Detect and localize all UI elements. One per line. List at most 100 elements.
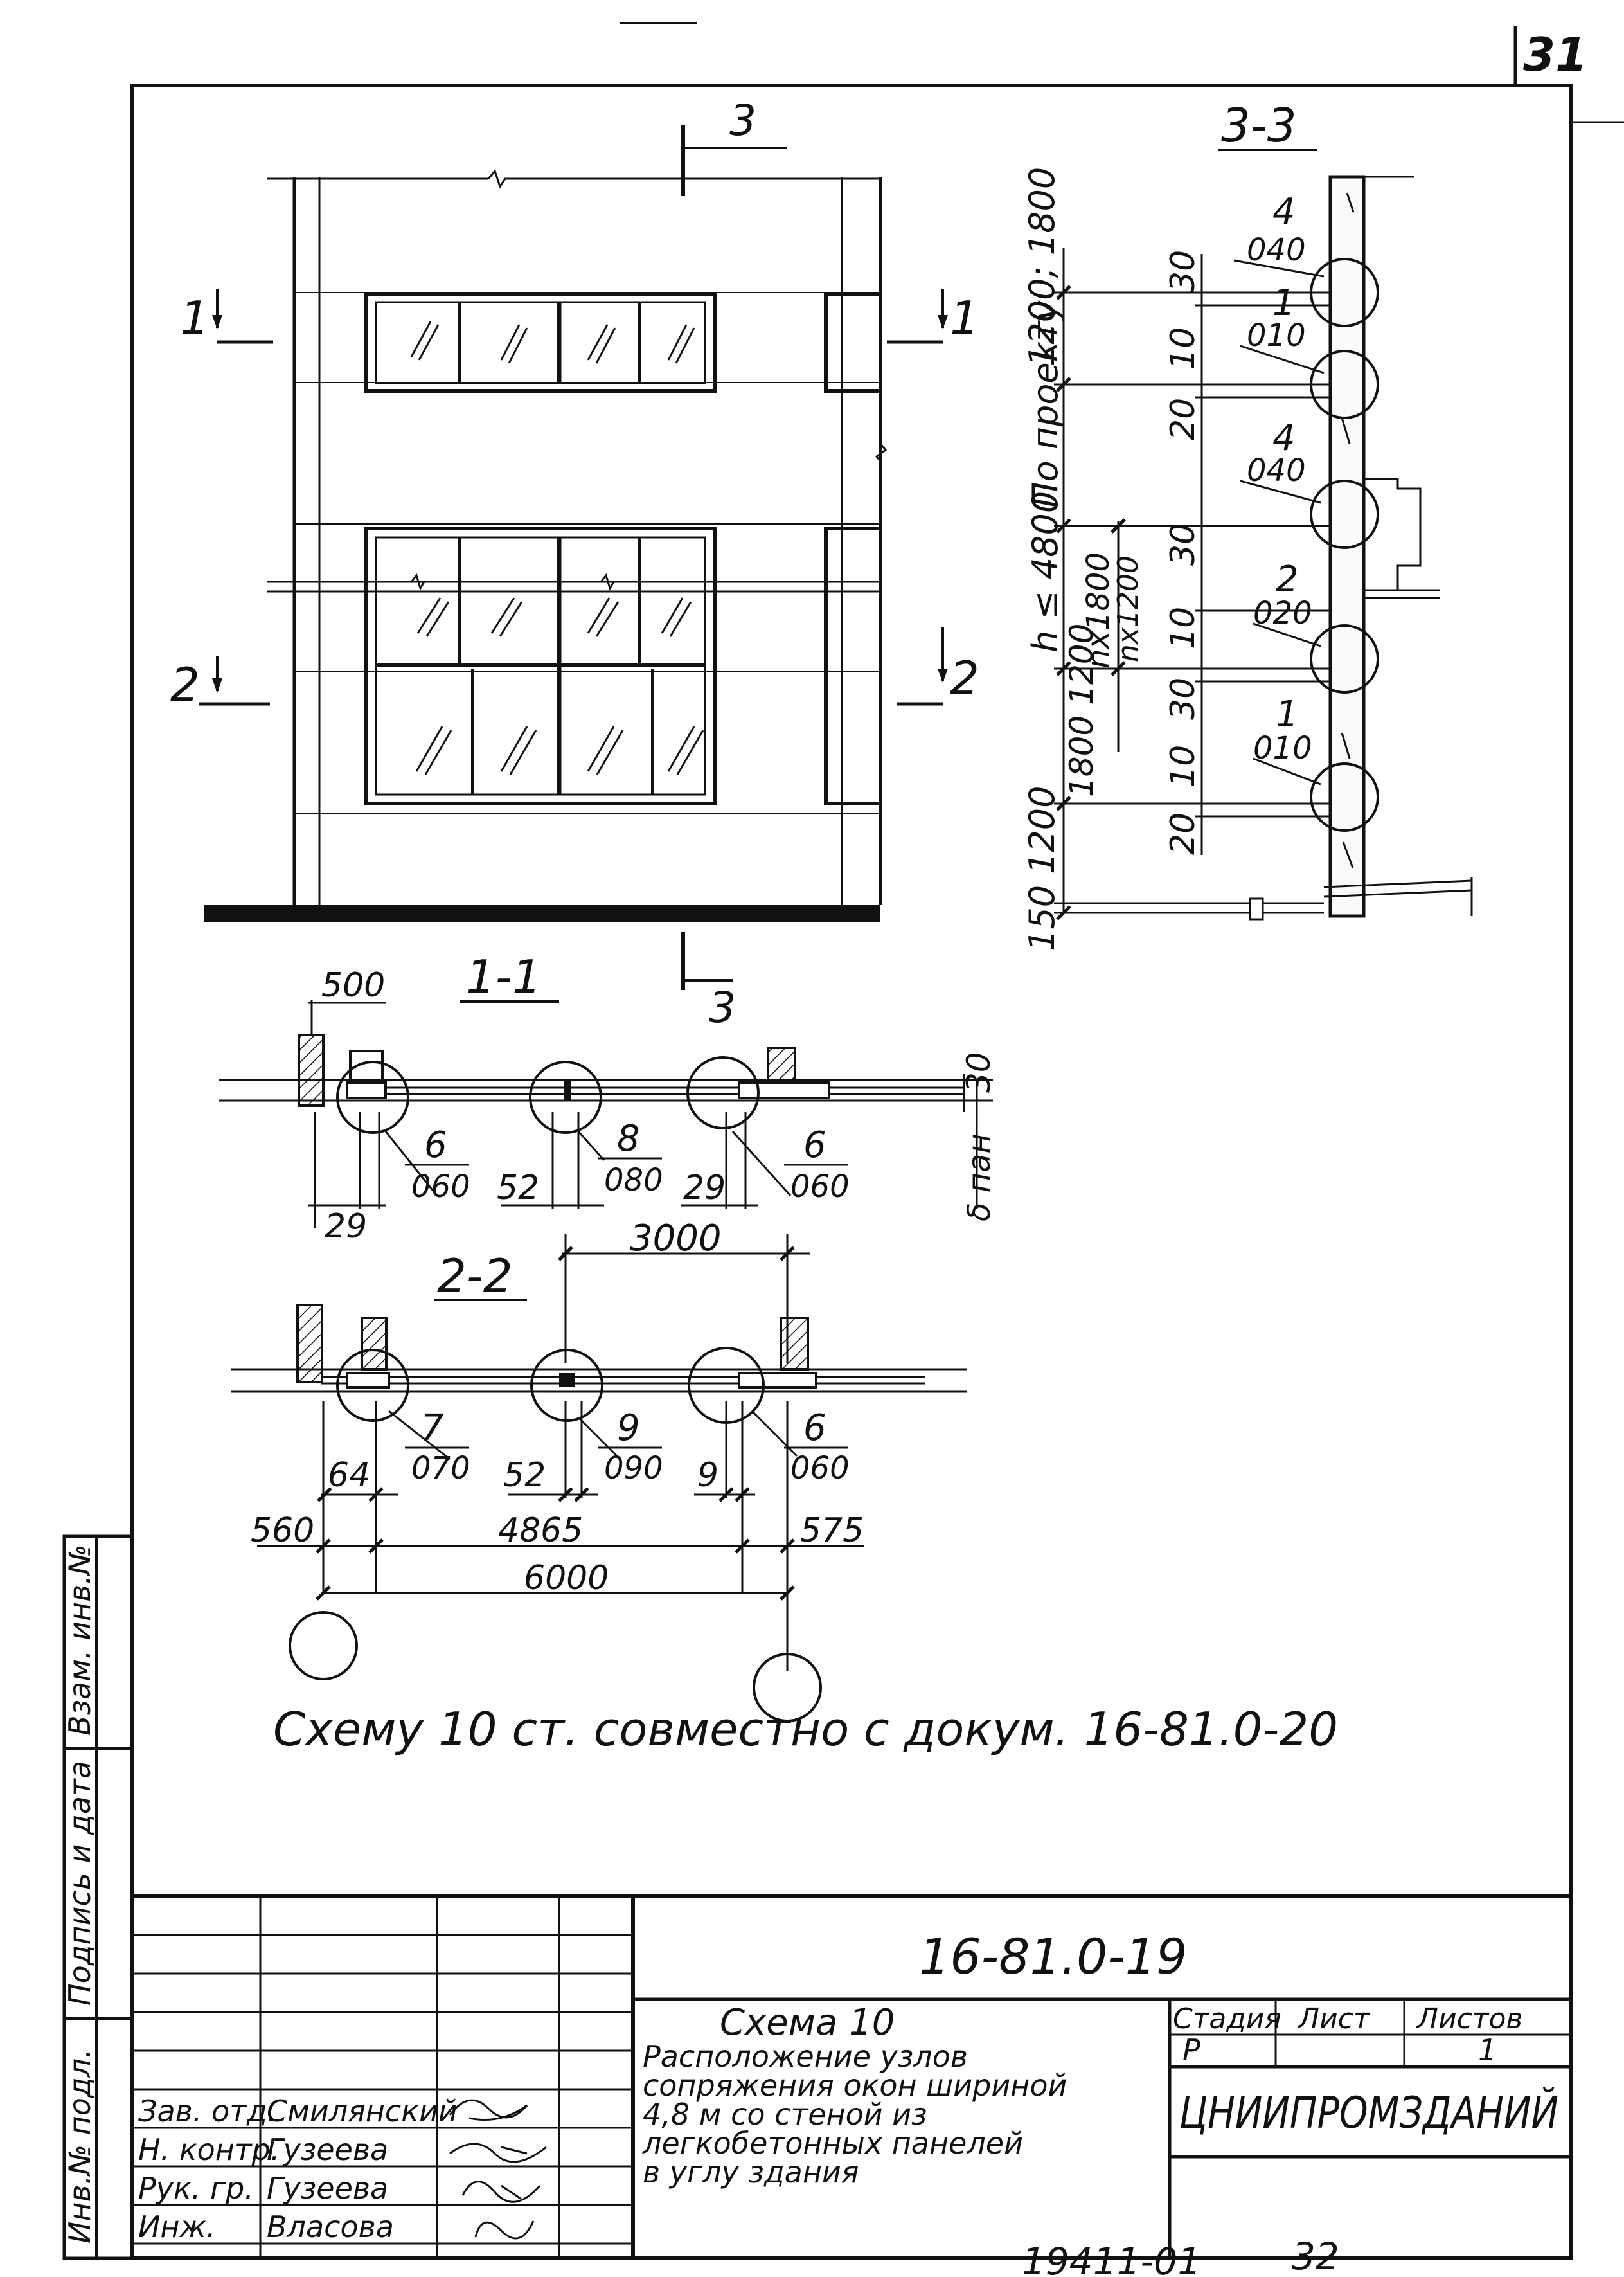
callout-22-1-ref: 070 xyxy=(411,1450,470,1486)
ground-line xyxy=(204,905,880,922)
sig-role-4: Инж. xyxy=(138,2210,216,2244)
dim-11-29a: 29 xyxy=(325,1207,367,1246)
callout-33-1-num: 4 xyxy=(1272,191,1296,233)
dim-33-150: 150 xyxy=(1022,885,1062,951)
dim-22-3000: 3000 xyxy=(630,1218,722,1259)
sig-name-1: Смилянский xyxy=(267,2094,458,2128)
callout-33-5-num: 1 xyxy=(1276,694,1299,735)
scheme-note: Схему 10 ст. совместно с докум. 16-81.0-… xyxy=(273,1702,1338,1756)
axis-marker-left xyxy=(289,1611,358,1680)
callout-22-2-ref: 090 xyxy=(604,1450,663,1486)
cut-1-right: 1 xyxy=(950,291,979,345)
dim-33-20b: 20 xyxy=(1164,813,1202,855)
dim-33-20a: 20 xyxy=(1164,398,1202,440)
dim-22-4865: 4865 xyxy=(498,1511,583,1550)
stamp-podpis: Подпись и дата xyxy=(62,1761,97,2006)
sig-name-4: Власова xyxy=(267,2210,394,2244)
sig-role-2: Н. контр. xyxy=(138,2132,280,2167)
document-code: 16-81.0-19 xyxy=(919,1928,1187,1985)
sheets-header: Листов xyxy=(1416,2003,1522,2035)
callout-22-2-num: 9 xyxy=(617,1407,640,1449)
facade-elevation: 1 1 2 2 3 3 xyxy=(170,96,979,1032)
section-2-2: 2-2 3000 64 52 9 560 xyxy=(231,1218,967,1722)
bottom-sheet-number: 32 xyxy=(1292,2235,1339,2277)
page-number: 31 xyxy=(1523,28,1587,82)
signature-1 xyxy=(449,2099,528,2121)
dim-33-1200-1800: 1200; 1800 xyxy=(1022,167,1062,366)
cut-2-left: 2 xyxy=(170,658,200,712)
callout-33-4-num: 2 xyxy=(1276,559,1299,600)
dim-33-10b: 10 xyxy=(1164,607,1202,649)
title-line-1: Схема 10 xyxy=(720,2002,895,2044)
callout-22-1-num: 7 xyxy=(421,1407,444,1449)
dim-33-nx1200: nx1200 xyxy=(1112,555,1145,662)
dim-22-9: 9 xyxy=(697,1456,718,1495)
signature-2 xyxy=(449,2143,547,2163)
sig-role-1: Зав. отд. xyxy=(138,2094,276,2128)
dim-22-560: 560 xyxy=(251,1511,314,1550)
sig-name-2: Гузеева xyxy=(267,2132,388,2167)
title-line-2: Расположение узлов xyxy=(643,2039,968,2074)
dim-33-30c: 30 xyxy=(1164,678,1202,720)
dim-33-30a: 30 xyxy=(1164,250,1202,292)
dim-33-1200: 1200 xyxy=(1022,786,1062,874)
dim-33-h: h ≤ 4800 xyxy=(1025,491,1066,652)
inventory-code: 19411-01 xyxy=(1022,2240,1201,2277)
dim-33-1800-1200: 1800 1200 xyxy=(1063,624,1100,797)
cut-1-left: 1 xyxy=(180,291,210,345)
section-2-2-title: 2-2 xyxy=(437,1249,513,1303)
dim-22-575: 575 xyxy=(800,1511,864,1550)
callout-33-3-num: 4 xyxy=(1272,417,1296,459)
callout-33-2-ref: 010 xyxy=(1247,318,1306,354)
title-line-6: в углу здания xyxy=(643,2155,859,2190)
dim-11-29b: 29 xyxy=(683,1169,726,1207)
sheet-frame xyxy=(130,84,1573,2260)
dim-22-52: 52 xyxy=(503,1456,546,1495)
cut-3-top: 3 xyxy=(729,96,756,145)
callout-22-3-ref: 060 xyxy=(790,1450,850,1486)
dim-33-30b: 30 xyxy=(1164,523,1202,566)
dim-33-10c: 10 xyxy=(1164,745,1202,788)
sheet-header: Лист xyxy=(1297,2003,1371,2035)
callout-33-1-ref: 040 xyxy=(1247,232,1306,268)
stage-header: Стадия xyxy=(1173,2003,1281,2035)
dim-33-nx1800: nx1800 xyxy=(1080,552,1116,669)
callout-33-4-ref: 020 xyxy=(1253,595,1312,631)
dim-33-po-proektu: По проекту xyxy=(1025,300,1066,508)
cut-3-bottom: 3 xyxy=(709,983,736,1032)
section-3-3: 3-3 xyxy=(1022,98,1473,951)
dim-11-500: 500 xyxy=(321,966,385,1005)
callout-11-3-num: 6 xyxy=(803,1124,826,1166)
callout-11-3-ref: 060 xyxy=(790,1169,850,1205)
sig-name-3: Гузеева xyxy=(267,2171,388,2206)
side-stamp: Взам. инв.№ Подпись и дата Инв.№ подл. xyxy=(62,1534,134,2260)
cut-2-right: 2 xyxy=(950,651,979,705)
section-1-1-title: 1-1 xyxy=(466,950,542,1004)
dim-11-delta: δ пан xyxy=(961,1133,997,1221)
sheets-value: 1 xyxy=(1478,2033,1497,2067)
sig-role-3: Рук. гр. xyxy=(138,2171,254,2206)
dim-11-52: 52 xyxy=(497,1169,539,1207)
callout-33-2-num: 1 xyxy=(1272,282,1296,324)
dim-11-30: 30 xyxy=(960,1052,997,1093)
axis-marker-right xyxy=(753,1653,822,1722)
stamp-vzam: Взам. инв.№ xyxy=(62,1544,97,1736)
callout-11-1-num: 6 xyxy=(424,1124,447,1166)
signature-3 xyxy=(461,2181,541,2203)
organization: ЦНИИПРОМЗДАНИЙ xyxy=(1179,2087,1558,2139)
title-block: Зав. отд. Смилянский Н. контр. Гузеева Р… xyxy=(132,1895,1571,2277)
dim-33-10a: 10 xyxy=(1164,327,1202,370)
callout-33-3-ref: 040 xyxy=(1247,453,1306,489)
callout-33-5-ref: 010 xyxy=(1253,730,1312,766)
section-1-1: 1-1 500 29 52 29 30 xyxy=(219,950,997,1246)
title-line-4: 4,8 м со стеной из xyxy=(643,2097,927,2132)
stamp-inv-podl: Инв.№ подл. xyxy=(62,2049,97,2244)
signature-4 xyxy=(474,2220,535,2240)
dim-22-6000: 6000 xyxy=(524,1559,609,1598)
title-line-5: легкобетонных панелей xyxy=(642,2126,1023,2161)
stage-value: Р xyxy=(1182,2033,1200,2067)
callout-11-2-num: 8 xyxy=(617,1118,640,1160)
section-3-3-title: 3-3 xyxy=(1221,98,1297,152)
title-line-3: сопряжения окон шириной xyxy=(643,2068,1067,2103)
